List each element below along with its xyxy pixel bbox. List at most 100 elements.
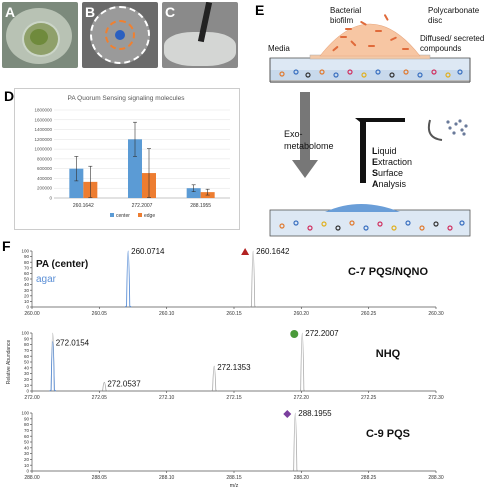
peak-pa-center bbox=[49, 341, 57, 392]
x-tick-label: 260.30 bbox=[428, 311, 444, 317]
label-media: Media bbox=[268, 44, 290, 53]
x-tick-label: 272.10 bbox=[159, 395, 175, 401]
peak-label: 272.2007 bbox=[305, 329, 339, 338]
bar-center bbox=[186, 188, 201, 198]
y-tick-label: 20 bbox=[24, 377, 30, 382]
lesa-initial-s: S bbox=[372, 168, 379, 178]
x-tick-label: 288.15 bbox=[226, 475, 242, 481]
peak-agar bbox=[210, 365, 218, 392]
y-tick-label: 80 bbox=[24, 260, 30, 265]
legend-swatch-edge bbox=[138, 213, 142, 217]
peak-agar bbox=[100, 381, 108, 392]
y-tick-label: 50 bbox=[24, 277, 30, 282]
x-tick-label: 288.1955 bbox=[190, 203, 211, 209]
legend-pa-center: PA (center) bbox=[36, 259, 89, 270]
schematic-e bbox=[269, 14, 471, 237]
peak-agar bbox=[291, 412, 299, 472]
y-tick-label: 1600000 bbox=[34, 117, 52, 122]
lesa-probe bbox=[355, 118, 468, 183]
x-tick-label: 288.30 bbox=[428, 475, 444, 481]
compound-name: NHQ bbox=[376, 348, 401, 360]
label-bacterial-biofilm: Bacterial biofilm bbox=[330, 6, 362, 25]
photo-a bbox=[2, 2, 78, 68]
y-tick-label: 0 bbox=[26, 389, 29, 394]
y-tick-label: 10 bbox=[24, 383, 30, 388]
x-tick-label: 260.00 bbox=[24, 311, 40, 317]
bar-center bbox=[69, 168, 84, 198]
x-tick-label: 272.30 bbox=[428, 395, 444, 401]
y-tick-label: 40 bbox=[24, 282, 30, 287]
y-tick-label: 60 bbox=[24, 271, 30, 276]
label-exo-metabolome: Exo- metabolome bbox=[284, 129, 334, 151]
y-tick-label: 60 bbox=[24, 354, 30, 359]
x-tick-label: 272.2007 bbox=[132, 203, 153, 209]
label-diffused-compounds: Diffused/ secreted compounds bbox=[420, 34, 485, 53]
y-tick-label: 70 bbox=[24, 348, 30, 353]
y-tick-label: 30 bbox=[24, 451, 30, 456]
peak-label: 260.0714 bbox=[131, 247, 165, 256]
y-axis-label: Relative Abundance bbox=[6, 340, 12, 385]
x-tick-label: 272.00 bbox=[24, 395, 40, 401]
y-tick-label: 0 bbox=[49, 196, 52, 201]
y-tick-label: 1200000 bbox=[34, 137, 52, 142]
y-tick-label: 10 bbox=[24, 463, 30, 468]
y-tick-label: 60 bbox=[24, 434, 30, 439]
x-tick-label: 260.10 bbox=[159, 311, 175, 317]
legend-swatch-center bbox=[110, 213, 114, 217]
x-tick-label: 272.05 bbox=[92, 395, 108, 401]
y-tick-label: 600000 bbox=[37, 166, 53, 171]
legend-label-center: center bbox=[116, 213, 130, 219]
panel-letter-d: D bbox=[4, 88, 15, 104]
peak-label: 272.0154 bbox=[56, 339, 90, 348]
y-tick-label: 80 bbox=[24, 422, 30, 427]
x-tick-label: 288.25 bbox=[361, 475, 377, 481]
triangle-marker-icon bbox=[241, 248, 250, 255]
lesa-initial-a: A bbox=[372, 179, 379, 189]
y-tick-label: 80 bbox=[24, 342, 30, 347]
y-tick-label: 40 bbox=[24, 365, 30, 370]
lesa-initial-e: E bbox=[372, 157, 379, 167]
panel-letter-e: E bbox=[255, 2, 265, 18]
x-tick-label: 260.15 bbox=[226, 311, 242, 317]
lesa-text-iquid: iquid bbox=[377, 146, 397, 156]
peak-agar bbox=[249, 250, 257, 308]
x-tick-label: 260.05 bbox=[92, 311, 108, 317]
y-tick-label: 50 bbox=[24, 360, 30, 365]
x-tick-label: 260.20 bbox=[294, 311, 310, 317]
panel-letter-b: B bbox=[85, 4, 96, 20]
x-tick-label: 272.20 bbox=[294, 395, 310, 401]
peak-label: 272.0537 bbox=[107, 379, 141, 388]
bottom-dish bbox=[269, 204, 471, 237]
y-tick-label: 200000 bbox=[37, 186, 53, 191]
y-tick-label: 20 bbox=[24, 293, 30, 298]
peak-pa-center bbox=[124, 250, 132, 308]
panel-letter-c: C bbox=[165, 4, 176, 20]
y-tick-label: 70 bbox=[24, 428, 30, 433]
compound-name: C-9 PQS bbox=[366, 428, 410, 440]
y-tick-label: 40 bbox=[24, 445, 30, 450]
x-tick-label: 260.25 bbox=[361, 311, 377, 317]
y-tick-label: 30 bbox=[24, 288, 30, 293]
y-tick-label: 90 bbox=[24, 416, 30, 421]
y-tick-label: 0 bbox=[26, 305, 29, 310]
y-tick-label: 1800000 bbox=[34, 108, 52, 113]
y-tick-label: 1000000 bbox=[34, 147, 52, 152]
legend-agar: agar bbox=[36, 274, 57, 285]
y-tick-label: 100 bbox=[21, 249, 29, 254]
y-tick-label: 90 bbox=[24, 336, 30, 341]
peak-label: 288.1955 bbox=[298, 409, 332, 418]
x-axis-label: m/z bbox=[230, 483, 239, 489]
x-tick-label: 288.00 bbox=[24, 475, 40, 481]
lesa-label: Liquid Extraction Surface Analysis bbox=[372, 146, 412, 190]
peak-agar bbox=[298, 332, 306, 392]
label-polycarbonate-disc: Polycarbonate disc bbox=[428, 6, 480, 25]
photo-c bbox=[162, 2, 238, 68]
bar-chart: PA Quorum Sensing signaling molecules020… bbox=[34, 95, 230, 219]
bar-chart-box bbox=[14, 88, 240, 230]
panel-letter-a: A bbox=[5, 4, 16, 20]
x-tick-label: 260.1642 bbox=[73, 203, 94, 209]
top-dish bbox=[269, 14, 471, 83]
legend-label-edge: edge bbox=[144, 213, 155, 219]
x-tick-label: 288.10 bbox=[159, 475, 175, 481]
